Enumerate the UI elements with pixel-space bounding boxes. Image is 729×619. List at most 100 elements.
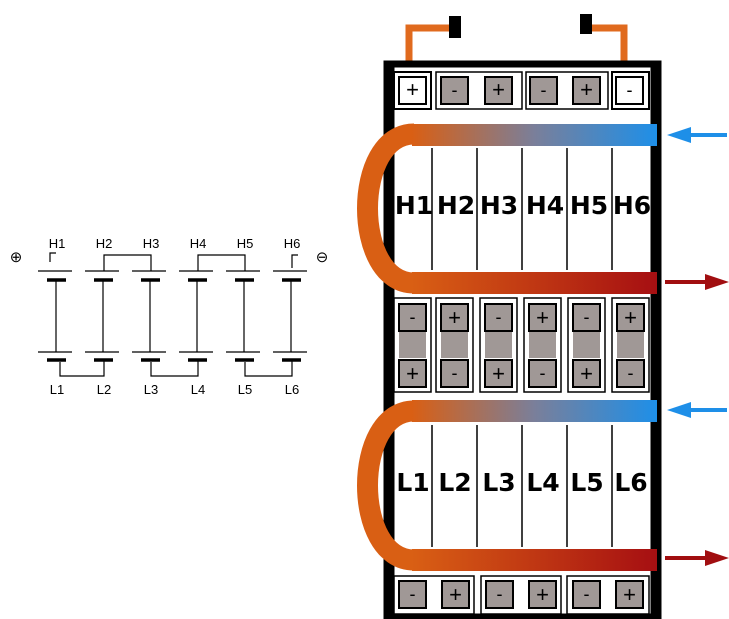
svg-text:-: - [410,307,416,327]
terminal-l2-negative [440,359,469,388]
cell-label-h3: H3 [480,191,518,220]
svg-text:+: + [623,582,636,607]
wire-h4-h5 [197,254,246,271]
bottom-terminal-row: - + - + - + [393,575,650,615]
terminal-h2-negative [440,76,469,105]
svg-text:-: - [452,363,458,383]
cell-label-l2: L2 [438,468,471,497]
upper-loop-bend [357,123,416,294]
upper-inlet-arrow-icon [667,127,727,143]
schematic: ⊕ ⊖ H1 H2 H3 H4 H5 H6 L1 L2 L3 L4 L5 L6 [10,236,329,397]
schematic-label-l3: L3 [144,382,158,397]
schematic-cells [38,270,307,362]
wire-pack-negative [291,254,298,268]
terminal-l3-positive [484,359,513,388]
svg-text:-: - [410,584,416,604]
cell-label-l1: L1 [396,468,429,497]
negative-lead-wire [590,24,628,68]
schematic-wires [49,252,298,377]
svg-text:-: - [497,584,503,604]
cell-label-l4: L4 [526,468,559,497]
svg-text:-: - [584,584,590,604]
svg-text:+: + [492,361,505,386]
main-terminal-wires [405,14,628,68]
schematic-label-l6: L6 [285,382,299,397]
svg-text:+: + [580,361,593,386]
svg-text:+: + [449,582,462,607]
lower-coolant-loop [357,400,657,571]
schematic-label-l2: L2 [97,382,111,397]
terminal-h3-negative [484,303,513,332]
schematic-label-l1: L1 [50,382,64,397]
schematic-top-labels: H1 H2 H3 H4 H5 H6 [49,236,301,251]
schematic-label-h2: H2 [96,236,113,251]
cell-label-h2: H2 [437,191,475,220]
positive-lead-connector [449,16,461,38]
terminal-l6-positive [615,580,644,609]
wire-l3-l4 [150,360,199,377]
svg-text:+: + [406,361,419,386]
terminal-l2-positive [441,580,470,609]
svg-text:-: - [496,307,502,327]
upper-cell-labels: H1 H2 H3 H4 H5 H6 [395,191,651,220]
schematic-label-h5: H5 [237,236,254,251]
negative-lead-connector [580,14,592,34]
upper-outlet-arrow-icon [665,274,729,290]
cell-dividers [431,148,613,547]
lower-coolant-inlet-channel [412,400,657,422]
lower-coolant-outlet-channel [412,549,657,571]
svg-text:+: + [448,305,461,330]
terminal-h1-sign: + [406,77,419,102]
svg-text:+: + [624,305,637,330]
schematic-label-h4: H4 [190,236,207,251]
terminal-h6-sign: - [627,80,633,100]
wire-l5-l6 [244,360,293,377]
terminal-l5-negative [572,580,601,609]
cell-label-l3: L3 [482,468,515,497]
lower-loop-bend [357,400,416,571]
top-terminal-row: + - + - + - [393,71,650,110]
terminal-h2-positive [440,303,469,332]
pack-positive-symbol: ⊕ [10,249,23,266]
svg-text:+: + [536,305,549,330]
lower-inlet-arrow-icon [667,402,727,418]
cell-label-h1: H1 [395,191,433,220]
terminal-h4-negative [529,76,558,105]
cell-label-h5: H5 [570,191,608,220]
schematic-bottom-labels: L1 L2 L3 L4 L5 L6 [50,382,299,397]
terminal-l6-negative [616,359,645,388]
terminal-h3-sign: + [492,77,505,102]
svg-text:+: + [536,582,549,607]
lower-cell-labels: L1 L2 L3 L4 L5 L6 [396,468,647,497]
upper-coolant-outlet-channel [412,272,657,294]
pack-negative-symbol: ⊖ [316,249,329,266]
schematic-label-h3: H3 [143,236,160,251]
schematic-label-l4: L4 [191,382,205,397]
middle-terminal-block: - + - + - + + - + - + - [393,297,650,393]
wire-h2-h3 [103,254,152,271]
terminal-h1-negative [398,303,427,332]
cell-label-h4: H4 [526,191,564,220]
coolant-flow-arrows [665,127,729,566]
battery-pack: + - + - + - H1 H2 H3 H4 H5 H6 [357,14,729,619]
lower-outlet-arrow-icon [665,550,729,566]
terminal-h5-negative [572,303,601,332]
svg-text:-: - [540,363,546,383]
terminal-h6-positive [616,303,645,332]
terminal-h2-sign: - [452,80,458,100]
svg-text:-: - [628,363,634,383]
upper-coolant-loop [357,123,657,294]
terminal-h1-positive [398,76,427,105]
wire-pack-positive [49,252,56,262]
wire-l1-l2 [59,360,105,377]
schematic-label-h1: H1 [49,236,66,251]
terminal-l5-positive [572,359,601,388]
schematic-label-h6: H6 [284,236,301,251]
positive-lead-wire [405,24,452,68]
cell-label-h6: H6 [613,191,651,220]
terminal-h5-sign: + [580,77,593,102]
terminal-h3-positive [484,76,513,105]
terminal-l4-positive [528,580,557,609]
cell-label-l5: L5 [570,468,603,497]
